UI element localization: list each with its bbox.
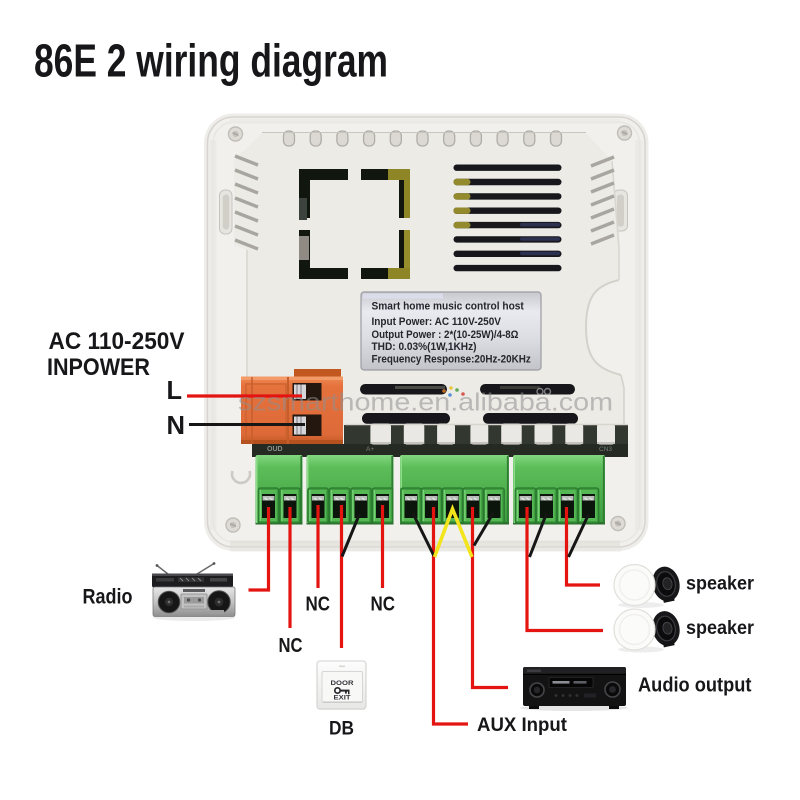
svg-text:EXIT: EXIT xyxy=(334,695,352,702)
svg-text:AUX Input: AUX Input xyxy=(477,714,567,736)
svg-text:Smart home music control host: Smart home music control host xyxy=(372,301,525,313)
svg-text:Frequency Response:20Hz-20KHz: Frequency Response:20Hz-20KHz xyxy=(372,354,531,366)
svg-text:NC: NC xyxy=(279,634,303,657)
svg-text:Radio: Radio xyxy=(83,586,133,609)
svg-text:speaker: speaker xyxy=(686,618,755,639)
svg-text:L: L xyxy=(167,375,183,405)
svg-text:INPOWER: INPOWER xyxy=(47,354,150,381)
svg-text:OUD: OUD xyxy=(267,446,283,453)
svg-text:THD: 0.03%(1W,1KHz): THD: 0.03%(1W,1KHz) xyxy=(372,341,477,353)
svg-text:Input Power: AC 110V-250V: Input Power: AC 110V-250V xyxy=(372,316,502,328)
svg-text:DOOR: DOOR xyxy=(331,680,354,687)
svg-text:N: N xyxy=(167,410,186,440)
svg-text:szsmarthome.en.alibaba.com: szsmarthome.en.alibaba.com xyxy=(238,389,613,417)
svg-text:Output Power : 2*(10-25W)/4-8Ω: Output Power : 2*(10-25W)/4-8Ω xyxy=(372,329,519,341)
svg-text:A+: A+ xyxy=(366,446,374,453)
svg-text:DB: DB xyxy=(329,718,354,740)
svg-text:NC: NC xyxy=(371,593,396,616)
svg-text:CN3: CN3 xyxy=(599,446,612,453)
svg-text:86E 2 wiring diagram: 86E 2 wiring diagram xyxy=(34,35,388,87)
svg-text:NC: NC xyxy=(306,593,331,616)
svg-text:Audio output: Audio output xyxy=(638,675,752,697)
svg-text:speaker: speaker xyxy=(686,574,755,595)
svg-text:AC 110-250V: AC 110-250V xyxy=(49,328,185,355)
